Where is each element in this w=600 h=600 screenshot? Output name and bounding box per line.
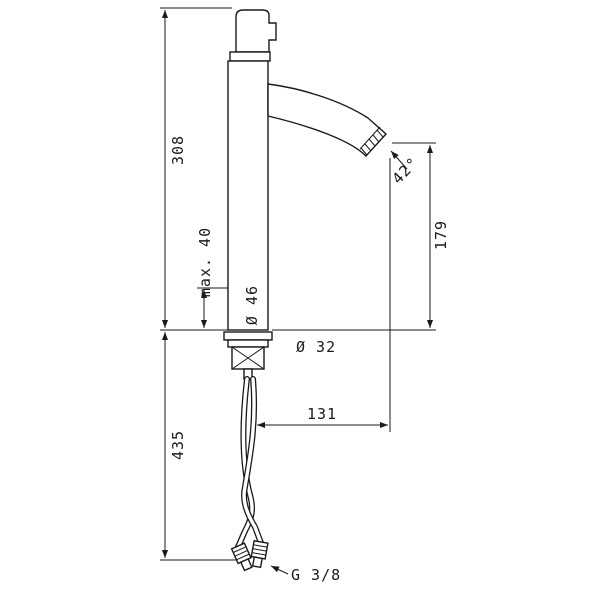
thread-leader-arrow xyxy=(270,565,289,575)
dim-label-435: 435 xyxy=(169,430,187,460)
dimension-labels: 308 435 max. 40 Ø 46 179 Ø 32 131 42° G … xyxy=(169,135,450,584)
dim-label-g38: G 3/8 xyxy=(291,566,341,584)
dimension-lines xyxy=(161,10,434,575)
hose-fitting-left xyxy=(230,542,253,572)
faucet-spout xyxy=(267,83,387,158)
extension-lines xyxy=(160,7,436,561)
faucet-outline xyxy=(227,9,387,331)
handle-collar xyxy=(229,51,271,62)
faucet-handle xyxy=(235,9,277,53)
mounting-hardware xyxy=(223,331,273,380)
supply-hoses xyxy=(230,376,269,572)
dim-label-max-40: max. 40 xyxy=(196,227,214,297)
angle-leader-arrow xyxy=(390,150,408,170)
faucet-body xyxy=(227,60,269,331)
washer-plate-upper xyxy=(223,331,273,341)
dim-label-dia-32: Ø 32 xyxy=(296,338,336,356)
dim-label-179: 179 xyxy=(432,220,450,250)
dim-label-131: 131 xyxy=(307,405,337,423)
dim-label-dia-46: Ø 46 xyxy=(243,285,261,325)
aerator-hatch xyxy=(359,126,384,156)
washer-plate-lower xyxy=(227,339,269,348)
dim-label-42deg: 42° xyxy=(388,153,422,187)
hose-fitting-right xyxy=(250,539,269,569)
dim-label-308: 308 xyxy=(169,135,187,165)
